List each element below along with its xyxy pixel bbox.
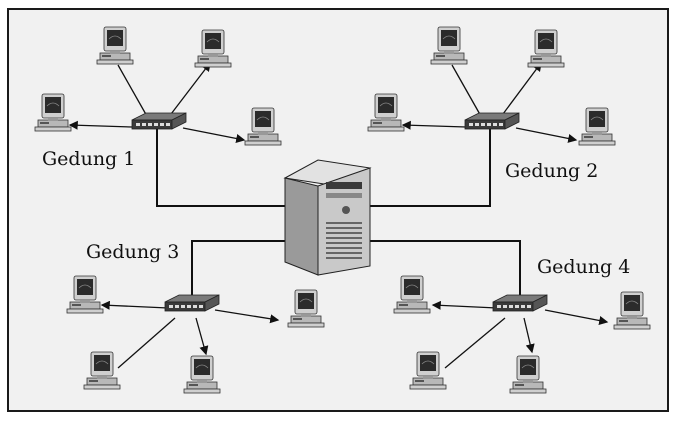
switch-icon xyxy=(131,112,187,130)
link-server-building-1 xyxy=(156,120,285,207)
computer-icon xyxy=(393,275,431,314)
building-1-cluster xyxy=(34,26,282,146)
building-1-label: Gedung 1 xyxy=(42,148,136,170)
computer-icon xyxy=(34,93,72,132)
computer-icon xyxy=(83,351,121,390)
computer-icon xyxy=(613,291,651,330)
computer-icon xyxy=(287,289,325,328)
switch-icon xyxy=(464,112,520,130)
computer-icon xyxy=(409,351,447,390)
backbone-links xyxy=(156,120,521,300)
building-3-label: Gedung 3 xyxy=(86,241,180,263)
switch-icon xyxy=(164,294,220,312)
building-2-cluster xyxy=(367,26,616,146)
computer-icon xyxy=(183,355,221,394)
computer-icon xyxy=(96,26,134,65)
computer-icon xyxy=(509,355,547,394)
link-server-building-2 xyxy=(370,128,491,207)
computer-icon xyxy=(430,26,468,65)
building-4-cluster xyxy=(393,275,651,394)
building-3-cluster xyxy=(66,275,325,394)
building-2-label: Gedung 2 xyxy=(505,160,599,182)
server-icon xyxy=(283,159,372,276)
computer-icon xyxy=(578,107,616,146)
computer-icon xyxy=(194,29,232,68)
computer-icon xyxy=(527,29,565,68)
building-4-label: Gedung 4 xyxy=(537,256,631,278)
switch-icon xyxy=(492,294,548,312)
link-server-building-3 xyxy=(191,240,285,300)
link-server-building-4 xyxy=(370,240,521,300)
computer-icon xyxy=(367,93,405,132)
computer-icon xyxy=(66,275,104,314)
computer-icon xyxy=(244,107,282,146)
